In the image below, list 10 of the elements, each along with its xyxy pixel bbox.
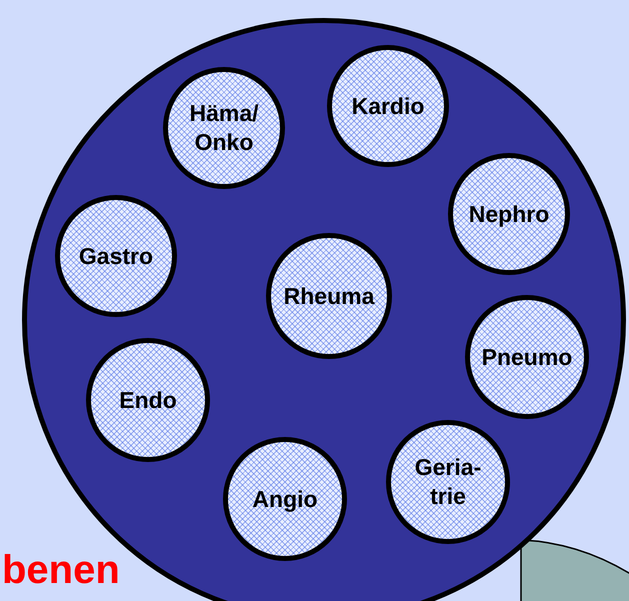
circle-node: Nephro: [448, 153, 570, 275]
circle-node: Pneumo: [465, 295, 589, 419]
circle-node: Rheuma: [266, 233, 392, 359]
circle-node: Häma/ Onko: [163, 67, 285, 189]
circle-node: Gastro: [55, 195, 177, 317]
heading-text: benen: [2, 548, 120, 593]
circle-node: Geria- trie: [386, 420, 510, 544]
circle-node: Kardio: [327, 45, 449, 167]
circle-node: Angio: [223, 437, 347, 561]
circle-node: Endo: [86, 338, 210, 462]
